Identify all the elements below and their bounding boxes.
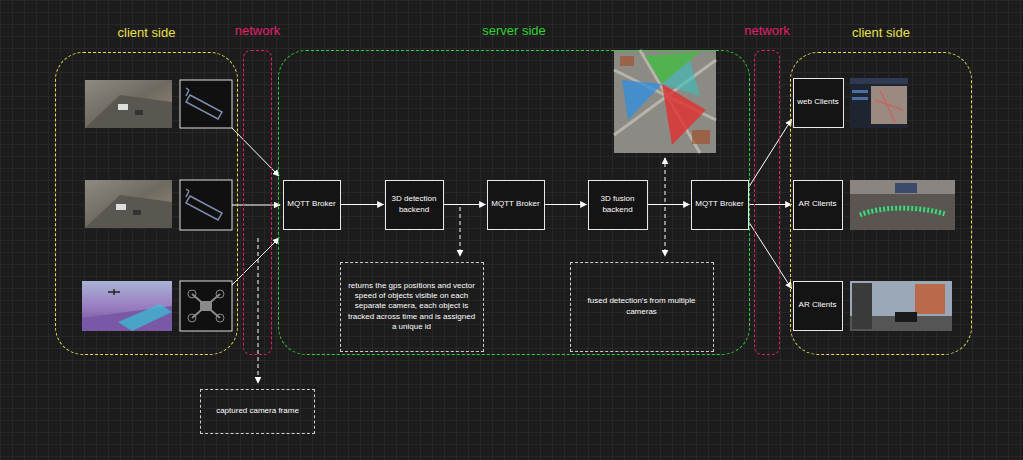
rotor <box>216 314 224 322</box>
camera-photo <box>85 80 172 128</box>
photo <box>850 281 952 331</box>
ar-overlay <box>860 208 945 215</box>
region-label: client side <box>721 25 1023 40</box>
map-ground <box>614 50 716 153</box>
road <box>85 195 172 228</box>
region-label: server side <box>209 23 819 38</box>
flow-arrow <box>545 204 587 205</box>
wall <box>850 180 955 194</box>
panel-row <box>852 90 868 93</box>
car <box>135 110 143 115</box>
map-road <box>875 90 903 122</box>
photo <box>85 80 172 128</box>
camera-body <box>186 196 222 220</box>
flow-arrow <box>648 204 690 205</box>
note-box: returns the gps positions and vector spe… <box>340 262 484 352</box>
camera-mount <box>186 88 189 96</box>
camera-mount <box>186 189 189 197</box>
screen <box>895 183 917 193</box>
callout-arrow <box>665 207 666 256</box>
camera-fov <box>662 60 700 96</box>
node-label: AR Clients <box>799 199 837 209</box>
backend-box: 3D fusion backend <box>588 180 648 230</box>
road <box>85 95 172 128</box>
camera-body <box>186 95 222 119</box>
note-box: captured camera frame <box>200 389 315 434</box>
ar-client-thumb <box>850 180 955 230</box>
photo <box>82 281 172 331</box>
callout-arrow <box>258 238 259 383</box>
map-view <box>871 86 907 124</box>
callout-arrow <box>665 158 666 202</box>
client-zone: client side <box>55 52 238 355</box>
network-band: network <box>243 50 272 355</box>
fusion-map <box>614 50 716 153</box>
map-road <box>614 50 716 153</box>
camera-photo <box>85 180 172 228</box>
car <box>895 312 917 322</box>
node-label: fused detection's from multiple cameras <box>577 296 707 317</box>
callout-arrow <box>460 207 461 256</box>
rotor <box>188 314 196 322</box>
client-box: web Clients <box>793 78 844 128</box>
client-box: AR Clients <box>793 281 843 331</box>
node-label: MQTT Broker <box>287 199 335 209</box>
node-label: MQTT Broker <box>491 199 539 209</box>
drone-photo <box>82 281 172 331</box>
note-box: fused detection's from multiple cameras <box>570 262 714 352</box>
node-label: 3D detection backend <box>386 194 443 215</box>
network-band: network <box>754 50 780 355</box>
panel-row <box>852 97 868 100</box>
flow-arrow <box>444 204 486 205</box>
flow-arrow <box>341 204 384 205</box>
node-label: returns the gps positions and vector spe… <box>347 281 477 333</box>
web-client-thumb <box>850 78 908 128</box>
map-roof <box>692 130 710 144</box>
region-label: network <box>685 23 849 38</box>
device-edge <box>852 283 872 329</box>
photo <box>850 180 955 230</box>
toolbar <box>850 78 908 84</box>
car <box>116 204 126 210</box>
cctv-icon <box>180 180 232 230</box>
backend-box: 3D detection backend <box>385 180 444 230</box>
photo <box>85 180 172 228</box>
rotor <box>216 290 224 298</box>
client-zone: client sideweb ClientsAR ClientsAR Clien… <box>790 52 972 355</box>
car <box>133 210 141 215</box>
node-label: MQTT Broker <box>695 199 743 209</box>
broker-box: MQTT Broker <box>691 180 749 230</box>
scan-area <box>118 304 172 331</box>
node-label: captured camera frame <box>216 406 299 416</box>
camera-fov <box>662 84 706 145</box>
map-roof <box>620 56 634 66</box>
drone <box>108 289 120 295</box>
icon-frame <box>180 180 232 230</box>
icon-frame <box>180 80 232 128</box>
drone-icon <box>180 281 232 331</box>
server-zone: server sideMQTT Broker3D detection backe… <box>278 50 750 355</box>
region-label: network <box>174 23 341 38</box>
node-label: 3D fusion backend <box>589 194 647 215</box>
cctv-icon <box>180 80 232 128</box>
node-label: web Clients <box>797 97 838 107</box>
camera-fov <box>622 80 662 120</box>
car <box>118 104 128 110</box>
icon-frame <box>180 281 232 331</box>
rotor <box>188 290 196 298</box>
building <box>915 284 945 314</box>
drone-body <box>200 301 212 311</box>
broker-box: MQTT Broker <box>487 180 545 230</box>
ar-client-thumb <box>850 281 952 331</box>
node-label: AR Clients <box>799 300 837 310</box>
drone-arms <box>192 294 220 318</box>
screen <box>850 78 908 128</box>
client-box: AR Clients <box>793 180 843 230</box>
input-arrow <box>232 205 280 206</box>
broker-box: MQTT Broker <box>283 180 341 230</box>
